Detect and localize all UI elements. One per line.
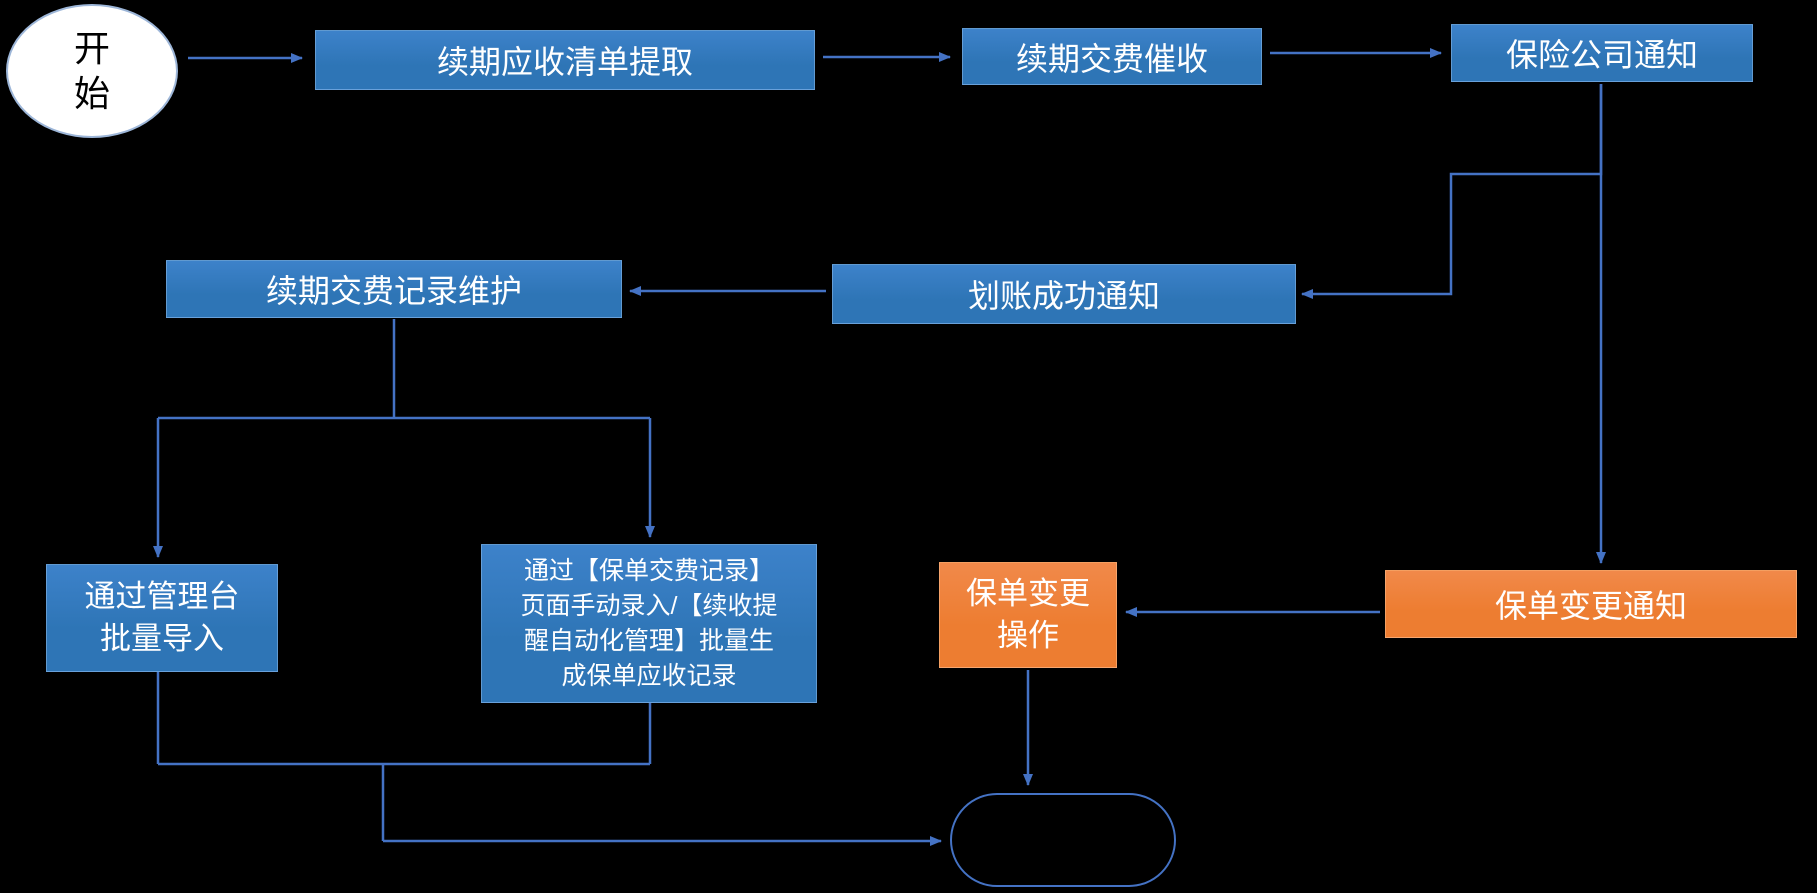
node-label: 通过【保单交费记录】 页面手动录入/【续收提 醒自动化管理】批量生 成保单应收记…: [520, 556, 778, 690]
node-label: 划账成功通知: [967, 278, 1160, 314]
node-debit-success-notify: 划账成功通知: [832, 264, 1296, 324]
node-renewal-receivable-extract: 续期应收清单提取: [315, 30, 815, 90]
node-label: 保险公司通知: [1505, 37, 1698, 73]
node-label: 续期交费记录维护: [265, 273, 522, 309]
start-node-label: 开 始: [73, 28, 110, 114]
node-renewal-record-maintain: 续期交费记录维护: [166, 260, 622, 318]
end-node: [950, 793, 1176, 887]
node-label: 续期交费催收: [1015, 40, 1208, 77]
node-manual-entry-batch-generate: 通过【保单交费记录】 页面手动录入/【续收提 醒自动化管理】批量生 成保单应收记…: [481, 544, 817, 703]
node-label: 通过管理台 批量导入: [84, 579, 240, 656]
node-label: 保单变更 操作: [966, 576, 1090, 653]
edge-insurer-debit: [1301, 84, 1603, 299]
node-label: 续期应收清单提取: [436, 44, 693, 80]
node-console-batch-import: 通过管理台 批量导入: [46, 564, 278, 672]
node-label: 保单变更通知: [1494, 588, 1687, 624]
node-renewal-payment-collection: 续期交费催收: [962, 28, 1262, 85]
node-policy-change-notify: 保单变更通知: [1385, 570, 1797, 638]
node-policy-change-operation: 保单变更 操作: [939, 562, 1117, 668]
node-insurer-notify: 保险公司通知: [1451, 24, 1753, 82]
start-node: 开 始: [6, 4, 178, 138]
